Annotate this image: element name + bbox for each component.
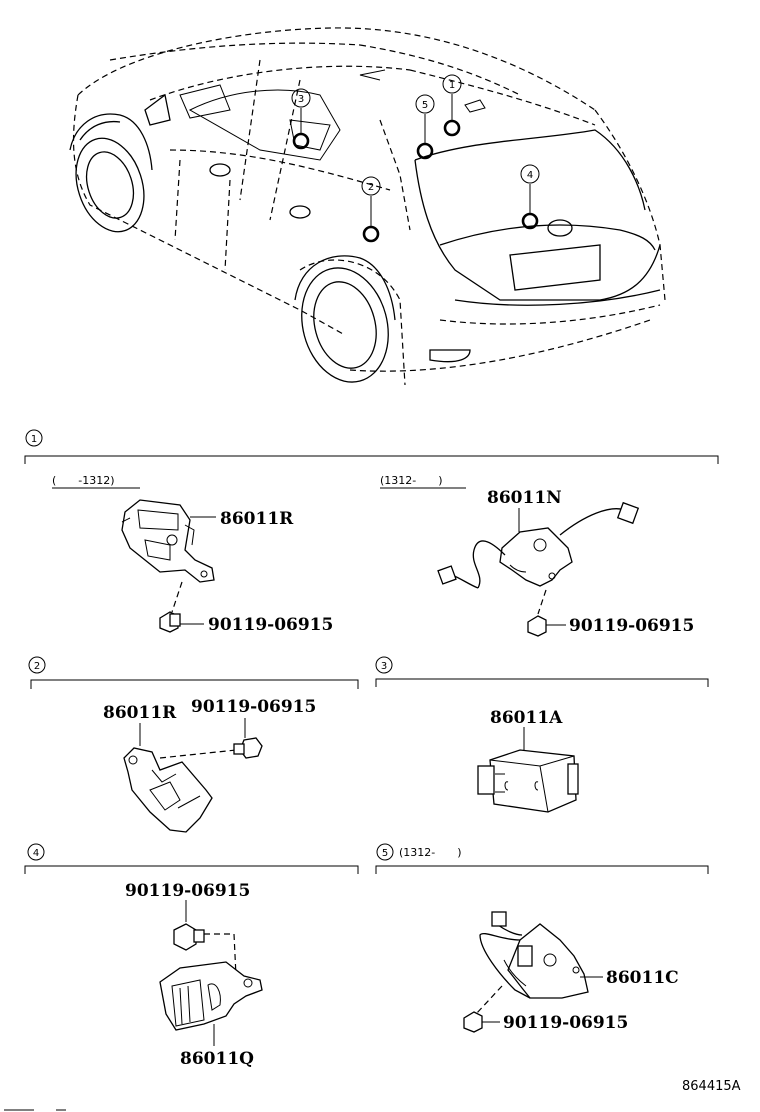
section-3-number: 3 <box>381 661 387 672</box>
bolt-icon-s2 <box>233 737 263 759</box>
bolt-number-s4: 90119-06915 <box>125 881 250 901</box>
section-1-right-date: (1312- ) <box>380 474 443 487</box>
vehicle-illustration <box>69 27 666 386</box>
section-4-number: 4 <box>33 848 39 859</box>
svg-text:4: 4 <box>527 170 533 181</box>
bolt-number-s1-right: 90119-06915 <box>569 616 694 636</box>
part-number-86011C: 86011C <box>606 968 679 988</box>
ecu-86011Q-drawing <box>159 961 263 1031</box>
section-5-number: 5 <box>382 848 388 859</box>
callout-marker-3: 3 <box>291 88 311 108</box>
part-number-86011N: 86011N <box>487 488 562 508</box>
part-number-86011R-lower: 86011R <box>103 703 177 723</box>
section-2-number: 2 <box>34 661 40 672</box>
part-number-86011Q: 86011Q <box>180 1049 254 1069</box>
svg-text:3: 3 <box>298 94 304 105</box>
section-4: 4 90119-06915 86011Q <box>24 843 359 1069</box>
ecu-86011R-lower-drawing <box>123 747 213 833</box>
bolt-icon-s4 <box>173 923 205 951</box>
ecu-86011R-upper-drawing <box>121 499 215 583</box>
section-2: 2 86011R 90119-06915 <box>28 656 359 833</box>
ecu-86011A-drawing <box>477 749 579 813</box>
svg-text:5: 5 <box>422 100 428 111</box>
bolt-icon-s1-left <box>159 611 181 633</box>
section-1-left-date: ( -1312) <box>52 474 115 487</box>
section-1-number: 1 <box>31 434 37 445</box>
part-number-86011A: 86011A <box>490 708 563 728</box>
section-3: 3 86011A <box>375 656 709 813</box>
svg-text:1: 1 <box>449 80 455 91</box>
figure-code: 864415A <box>682 1079 741 1094</box>
bolt-number-s1-left: 90119-06915 <box>208 615 333 635</box>
bolt-icon-s1-right <box>527 615 547 637</box>
bolt-number-s5: 90119-06915 <box>503 1013 628 1033</box>
callout-marker-1: 1 <box>442 74 462 94</box>
svg-text:2: 2 <box>368 182 374 193</box>
callout-marker-5: 5 <box>415 94 435 114</box>
ecu-86011N-drawing <box>437 501 640 589</box>
callout-marker-2: 2 <box>361 176 381 196</box>
ecu-86011C-drawing <box>479 911 589 999</box>
section-5: 5 (1312- ) 86011C 90119-06915 <box>375 843 709 1033</box>
callout-marker-4: 4 <box>520 164 540 184</box>
bolt-icon-s5 <box>463 1011 483 1033</box>
section-5-date: (1312- ) <box>399 846 462 859</box>
part-number-86011R-upper: 86011R <box>220 509 294 529</box>
bolt-number-s2: 90119-06915 <box>191 697 316 717</box>
section-1: 1 ( -1312) 86011R 90119-06915 (1312- ) 8… <box>24 429 719 637</box>
